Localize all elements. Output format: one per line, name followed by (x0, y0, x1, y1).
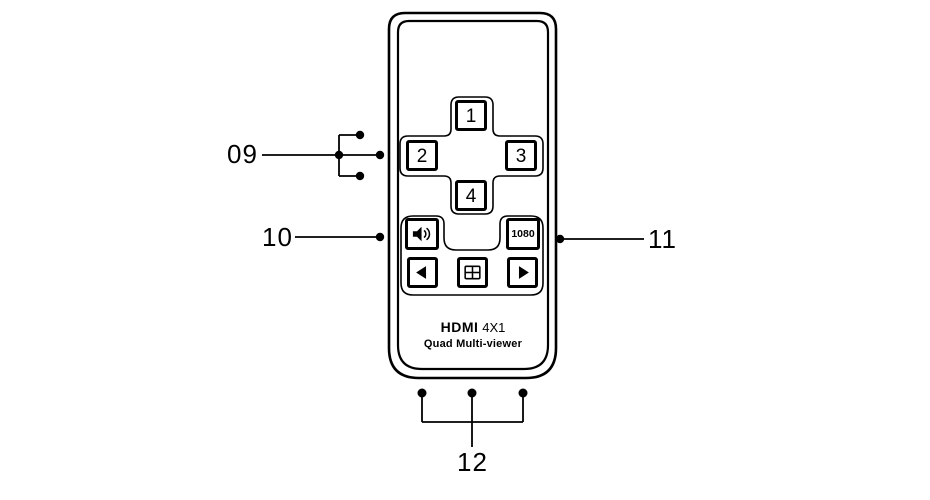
callout-12-dots (417, 388, 528, 398)
arrow-right-icon (518, 266, 529, 279)
speaker-volume-icon (412, 226, 431, 242)
callout-label-11: 11 (648, 224, 677, 254)
button-cluster-outline (400, 215, 544, 296)
model-text: 4X1 (482, 320, 506, 335)
arrow-left-icon (416, 266, 427, 279)
button-2: 2 (406, 140, 438, 171)
button-4: 4 (455, 180, 487, 211)
callout-09-dots (334, 130, 385, 181)
quad-view-button (457, 257, 488, 288)
callout-12-lines (421, 393, 524, 447)
quad-grid-icon (464, 265, 481, 280)
callout-11-dot (555, 234, 565, 244)
branding-subtitle: Quad Multi-viewer (423, 338, 523, 350)
callout-label-09: 09 (227, 139, 258, 169)
callout-10-dot (375, 232, 385, 242)
volume-button (405, 218, 439, 250)
callout-label-10: 10 (262, 222, 293, 252)
callout-09-lines (262, 134, 380, 177)
button-3: 3 (505, 140, 537, 171)
prev-button (407, 257, 438, 288)
dpad-cross-outline (399, 96, 544, 215)
resolution-1080-button: 1080 (506, 218, 540, 250)
branding: HDMI 4X1 Quad Multi-viewer (398, 320, 548, 350)
next-button (507, 257, 538, 288)
remote-outer-shell (387, 11, 558, 380)
branding-line1: HDMI 4X1 (398, 320, 548, 334)
remote-inner-shell (396, 19, 550, 371)
hdmi-logo-text: HDMI (440, 319, 479, 335)
button-1: 1 (455, 100, 487, 131)
callout-label-12: 12 (457, 447, 488, 477)
